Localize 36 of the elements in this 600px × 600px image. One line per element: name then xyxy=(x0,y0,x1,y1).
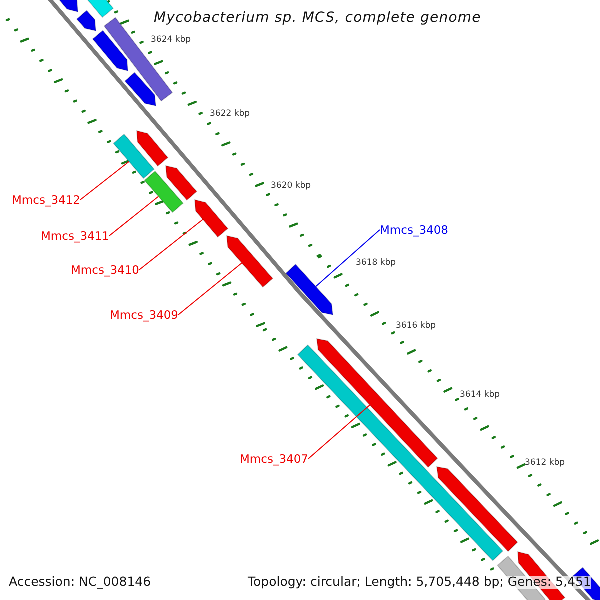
gene-bar xyxy=(113,134,155,180)
title: Mycobacterium sp. MCS, complete genome xyxy=(154,11,482,25)
position-label: 3616 kbp xyxy=(396,322,436,330)
leader-line xyxy=(109,196,160,236)
gene-label: Mmcs_3407 xyxy=(240,454,308,466)
gene-segment xyxy=(286,264,334,316)
gene-label: Mmcs_3412 xyxy=(12,195,80,206)
gene-bar xyxy=(86,0,114,18)
gene-segment xyxy=(76,10,97,32)
gene-label: Mmcs_3411 xyxy=(41,231,110,242)
position-label: 3618 kbp xyxy=(356,259,396,268)
gene-segment xyxy=(436,466,518,552)
gene-segment xyxy=(92,30,129,72)
position-label: 3620 kbp xyxy=(271,182,312,190)
position-label: 3624 kbp xyxy=(151,36,192,44)
gene-label: Mmcs_3410 xyxy=(71,265,140,276)
gene-label: Mmcs_3409 xyxy=(110,310,178,322)
accession-text: Accession: NC_008146 xyxy=(9,576,152,588)
topology-text: Topology: circular; Length: 5,705,448 bp; Genes: 5,451 xyxy=(248,576,592,588)
gene-segment xyxy=(57,0,79,13)
leader-line xyxy=(80,161,130,200)
gene-segment xyxy=(226,235,274,288)
gene-segment xyxy=(124,72,157,107)
leader-line xyxy=(139,219,204,270)
leader-line xyxy=(308,404,370,460)
position-label: 3622 kbp xyxy=(210,110,250,118)
position-label: 3614 kbp xyxy=(460,391,500,400)
gene-segment xyxy=(136,130,169,167)
leader-line xyxy=(178,262,243,316)
gene-label: Mmcs_3408 xyxy=(380,225,448,236)
gene-segment xyxy=(165,165,198,201)
leader-line xyxy=(316,230,380,288)
gene-bar xyxy=(144,170,184,214)
position-label: 3612 kbp xyxy=(525,459,566,468)
gene-segment xyxy=(194,199,229,238)
gene-segment xyxy=(316,338,438,468)
